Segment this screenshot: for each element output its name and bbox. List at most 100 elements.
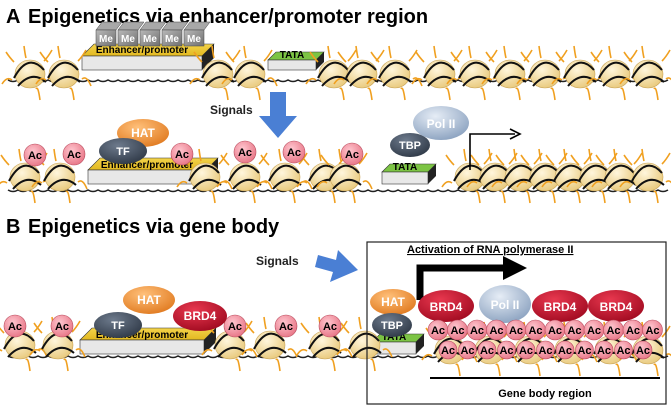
tf-bubble-a (99, 138, 147, 164)
ac-circle-a4 (282, 140, 306, 164)
nucleosome-a2-12 (566, 148, 623, 204)
tata-label-a2: TATA (393, 162, 417, 173)
methyl-tile: Me (95, 21, 123, 47)
nucleosome-a1-3 (221, 45, 278, 101)
tbp-bubble-a (390, 133, 430, 157)
ac-circle-a3 (233, 140, 257, 164)
ac-circle-b2-label: Ac (228, 321, 242, 333)
ac-circle-gb9-label: Ac (606, 325, 620, 337)
tbp-label-a: TBP (399, 140, 421, 152)
tata-block-a2 (381, 163, 437, 185)
ac-circle-gb2-9 (614, 340, 633, 360)
me-label: Me (99, 34, 113, 45)
ac-circle-gb7-label: Ac (567, 325, 581, 337)
ac-circle-a4-label: Ac (287, 147, 301, 159)
ac-circle-gb2-2 (477, 340, 497, 360)
gene-body-label: Gene body region (498, 388, 592, 400)
ac-circle-b0 (3, 314, 27, 338)
tf-bubble-b (94, 312, 142, 338)
panel-b-letter: B (6, 216, 20, 238)
ac-circle-gb2-10-label: Ac (636, 345, 650, 357)
ac-circle-b3 (274, 314, 298, 338)
tata-label-a1: TATA (280, 50, 304, 61)
ac-circle-gb2-7 (575, 340, 594, 360)
nucleosome-a2-6 (316, 148, 373, 204)
nucleosome-a1-1 (35, 45, 92, 101)
ac-circle-gb5-label: Ac (528, 325, 542, 337)
enhancer-label-b: Enhancer/promoter (96, 330, 188, 341)
ac-circle-gb8-label: Ac (587, 325, 601, 337)
ac-circle-a0-label: Ac (28, 150, 42, 162)
ac-circle-gb1-label: Ac (450, 325, 464, 337)
panel-a-title: Epigenetics via enhancer/promoter region (28, 6, 428, 28)
nucleosome-a1-6 (366, 45, 423, 101)
enhancer-promoter-block-a1 (81, 43, 215, 71)
methyl-tile: Me (117, 21, 145, 47)
nucleosome-a1-4 (305, 45, 362, 101)
transcription-arrowhead-a (509, 128, 522, 140)
ac-circle-gb2-1 (458, 340, 477, 360)
tata-label-b: TATA (382, 332, 406, 343)
enhancer-label-a2: Enhancer/promoter (101, 160, 193, 171)
ac-circle-gb2-6 (555, 340, 575, 360)
ac-circle-gb2-2-label: Ac (480, 345, 494, 357)
activation-label: Activation of RNA polymerase II (407, 244, 573, 256)
nucleosome-a1-13 (619, 45, 671, 101)
methyl-tile: Me (183, 21, 211, 47)
ac-circle-gb10-label: Ac (626, 325, 640, 337)
ac-circle-a3-label: Ac (238, 147, 252, 159)
brd4-bubble-box2 (532, 290, 588, 322)
brd4-bubble-box1 (418, 290, 474, 322)
gene-body-box (366, 241, 667, 405)
brd4-label-box1: BRD4 (430, 300, 463, 314)
ac-circle-a1 (62, 142, 86, 166)
ac-circle-a2 (170, 142, 194, 166)
brd4-label-box3: BRD4 (600, 300, 633, 314)
hat-bubble-box (370, 289, 416, 315)
hat-label-b: HAT (137, 293, 161, 307)
ac-circle-gb11 (642, 319, 663, 341)
brd4-bubble-b1 (173, 301, 227, 331)
ac-circle-gb2-label: Ac (470, 325, 484, 337)
ac-circle-gb3-label: Ac (489, 325, 503, 337)
ac-circle-gb2-1-label: Ac (460, 345, 474, 357)
methyl-tile: Me (139, 21, 167, 47)
ac-circle-gb0-label: Ac (431, 325, 445, 337)
signals-label-a: Signals (210, 103, 253, 117)
ac-circle-gb2-8-label: Ac (597, 345, 611, 357)
pol-ii-label-a: Pol II (427, 117, 456, 131)
me-label: Me (165, 34, 179, 45)
ac-circle-b3-label: Ac (279, 321, 293, 333)
nucleosome-a1-11 (551, 45, 608, 101)
ac-circle-b2 (223, 314, 247, 338)
brd4-label-box2: BRD4 (544, 300, 577, 314)
brd4-bubble-box3 (588, 290, 644, 322)
activation-arrow (416, 264, 505, 300)
me-label: Me (121, 34, 135, 45)
ac-circle-a5-label: Ac (345, 149, 359, 161)
nucleosome-a2-4 (256, 148, 313, 204)
ac-circle-gb11-label: Ac (645, 325, 659, 337)
ac-circle-gb2-5 (536, 340, 555, 360)
ac-circle-gb2-0-label: Ac (441, 345, 455, 357)
tf-label-a: TF (116, 146, 130, 158)
brd4-label-b1: BRD4 (184, 309, 217, 323)
nucleosome-a2-9 (491, 148, 548, 204)
ac-circle-gb2-7-label: Ac (577, 345, 591, 357)
panel-b-title: Epigenetics via gene body (28, 216, 280, 238)
enhancer-label-a1: Enhancer/promoter (96, 45, 188, 56)
ac-circle-gb2-0 (438, 340, 458, 360)
nucleosome-b-5 (336, 316, 393, 372)
methyl-tile: Me (161, 21, 189, 47)
nucleosome-a2-10 (516, 148, 573, 204)
nucleosome-a2-2 (176, 148, 233, 204)
ac-circle-b1-label: Ac (55, 321, 69, 333)
panel-a-letter: A (6, 6, 20, 28)
ac-circle-gb2-4-label: Ac (519, 345, 533, 357)
hat-label-a: HAT (131, 126, 155, 140)
nucleosome-a2-14 (619, 148, 671, 204)
activation-arrowhead (503, 256, 527, 280)
dna-strand (7, 189, 669, 193)
